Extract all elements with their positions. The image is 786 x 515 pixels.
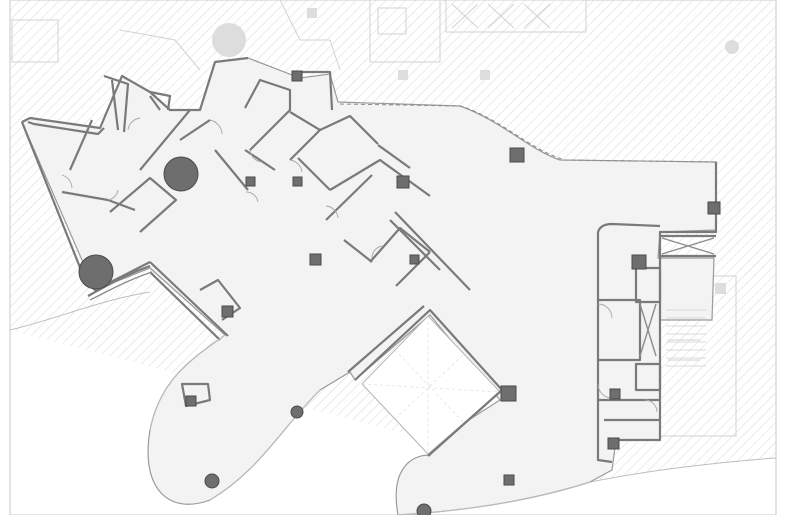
- column-round-large: [163, 156, 199, 192]
- interior-partitions: [61, 74, 716, 422]
- column-square: [503, 474, 515, 486]
- column-square: [631, 254, 647, 270]
- door-swings: [61, 117, 658, 413]
- column-square: [509, 147, 525, 163]
- column-square: [409, 254, 420, 265]
- column-round-small: [416, 503, 432, 515]
- column-square: [245, 176, 256, 187]
- column-square: [291, 70, 303, 82]
- structural-columns: [78, 70, 721, 515]
- column-square: [500, 385, 517, 402]
- site-boundary-curve: [9, 291, 151, 331]
- column-round-small: [290, 405, 304, 419]
- column-square: [185, 395, 197, 407]
- column-square: [607, 437, 620, 450]
- context-outlines: [11, 0, 739, 437]
- courtyard-grid: [361, 316, 501, 454]
- column-square: [396, 175, 410, 189]
- site-boundary-curve-right: [589, 457, 777, 483]
- column-round-small: [204, 473, 220, 489]
- stair: [666, 309, 706, 367]
- roof-projection-line: [339, 103, 717, 163]
- column-square: [221, 305, 234, 318]
- column-square: [292, 176, 303, 187]
- column-square: [707, 201, 721, 215]
- column-round-large: [78, 254, 114, 290]
- column-square: [609, 388, 621, 400]
- column-square: [309, 253, 322, 266]
